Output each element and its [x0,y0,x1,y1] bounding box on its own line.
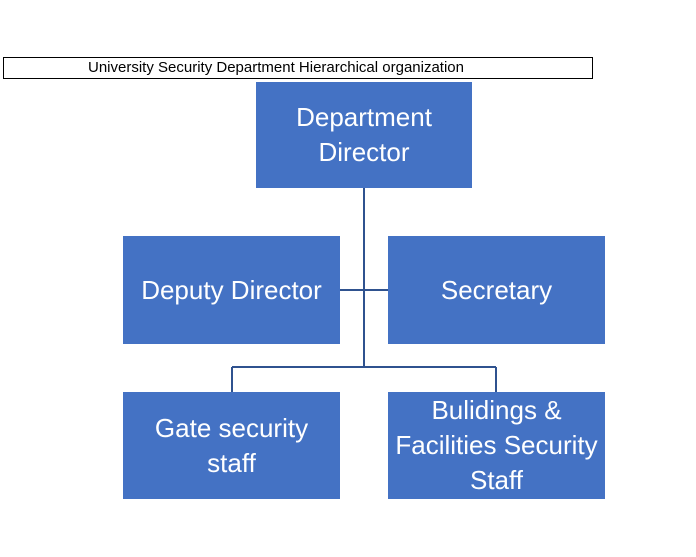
node-label: Deputy Director [141,274,322,305]
node-deputy-director: Deputy Director [123,236,340,344]
node-label: Secretary [440,274,553,305]
node-label: Gate security staff [154,412,309,478]
diagram-title: University Security Department Hierarchi… [3,57,593,79]
node-secretary: Secretary [388,236,605,344]
node-gate-security-staff: Gate security staff [123,392,340,499]
node-buildings-facilities-security-staff: Bulidings & Facilities Security Staff [388,392,605,499]
node-label: Bulidings & Facilities Security Staff [395,395,598,495]
node-department-director: Department Director [256,82,472,188]
node-label: Department Director [296,102,432,167]
